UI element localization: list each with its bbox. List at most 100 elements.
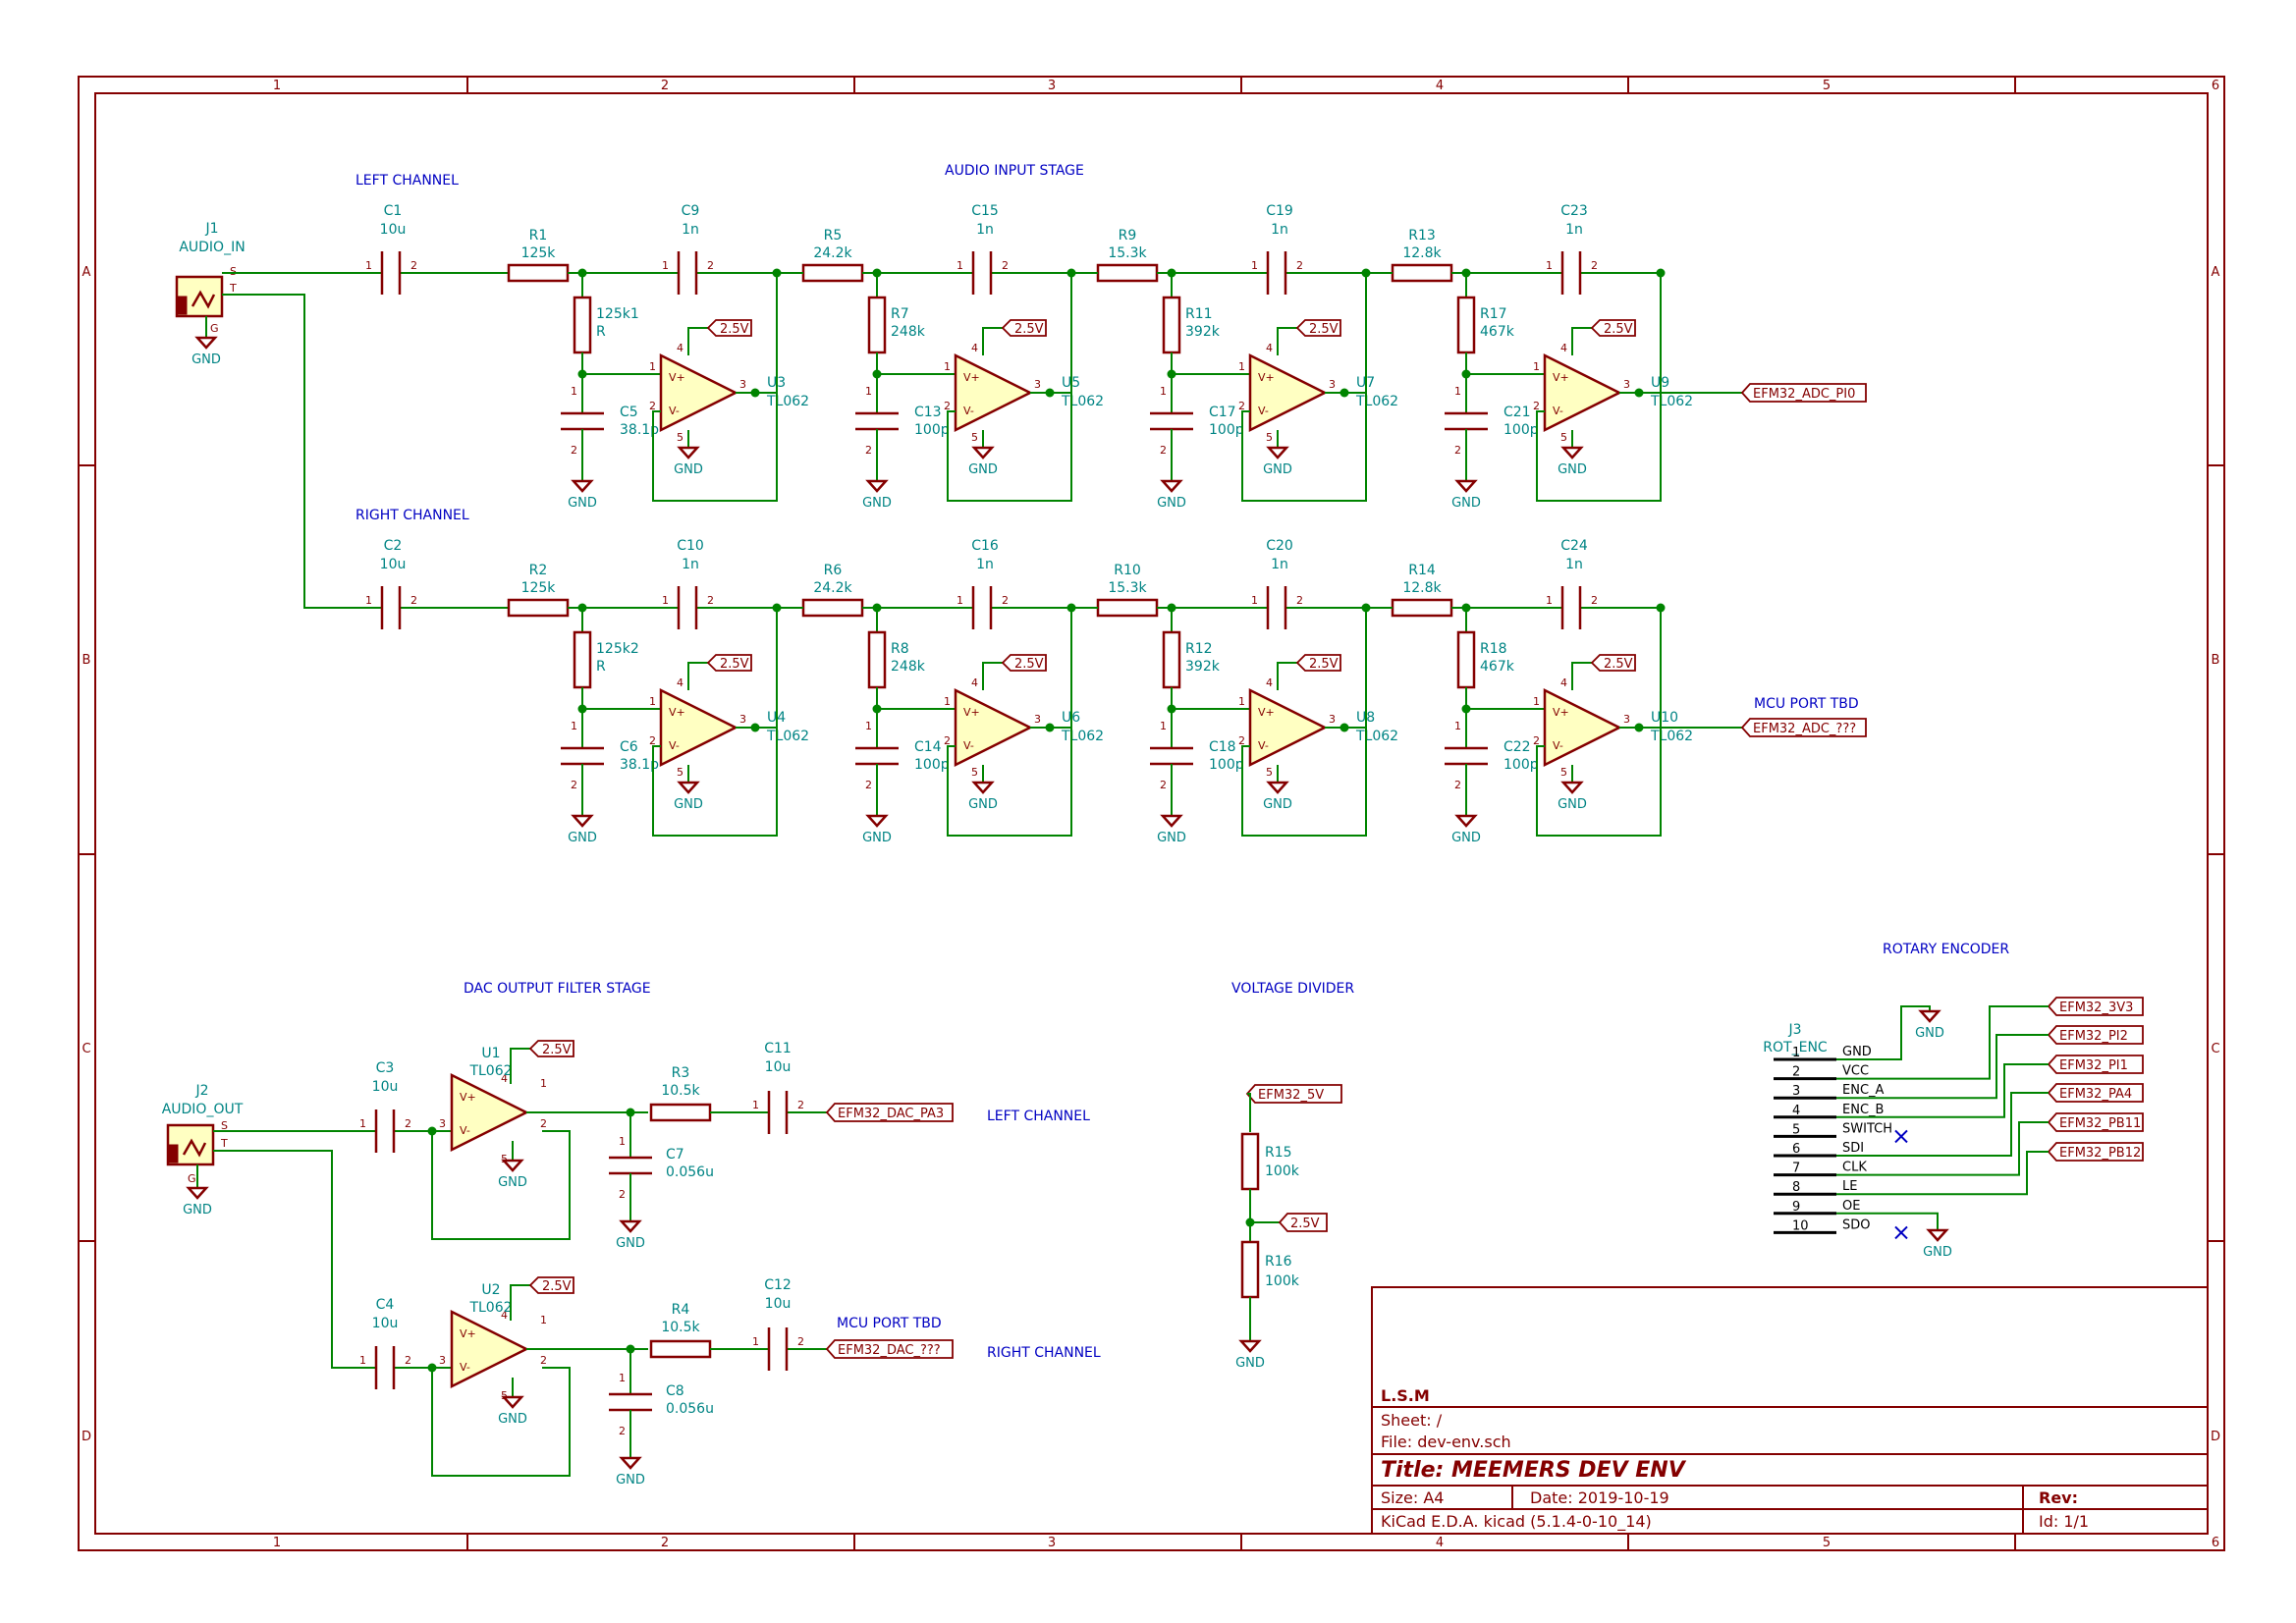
- cap-value: 0.056u: [666, 1164, 714, 1180]
- cap-ref: C16: [971, 538, 999, 554]
- cap-ref: C3: [376, 1060, 395, 1076]
- power-flag: [1590, 654, 1636, 672]
- dac-global-label: EFM32_DAC_PA3: [838, 1107, 944, 1121]
- pin-number: 3: [1623, 713, 1630, 726]
- note-dac-output-filter-stage: DAC OUTPUT FILTER STAGE: [464, 981, 651, 997]
- tb-company: L.S.M: [1381, 1386, 1430, 1405]
- pin-number: 2: [944, 400, 951, 412]
- note-dac-right-channel: RIGHT CHANNEL: [987, 1345, 1101, 1361]
- pin-number: 2: [619, 1425, 626, 1437]
- j1-value: AUDIO_IN: [179, 240, 245, 255]
- pin-number: 2: [571, 444, 577, 457]
- divider-top-label: EFM32_5V: [1258, 1088, 1324, 1103]
- adc-global-label: EFM32_ADC_PI0: [1753, 387, 1855, 402]
- note-rotary-encoder: ROTARY ENCODER: [1883, 942, 2009, 957]
- power-label-2v5: 2.5V: [720, 657, 749, 672]
- wire: [1836, 1034, 2049, 1100]
- opamp-plus-sign: V+: [1553, 371, 1569, 384]
- ground-symbol: [677, 446, 700, 460]
- power-flag: [1001, 319, 1047, 337]
- zone-col-bottom: 6: [2212, 1536, 2219, 1550]
- pin-number: 1: [571, 720, 577, 732]
- gnd-label: GND: [1157, 831, 1186, 845]
- encoder-pin-number: 9: [1792, 1200, 1800, 1215]
- resistor-body: [867, 630, 887, 689]
- ground-symbol: [571, 814, 594, 828]
- opamp-symbol: [954, 687, 1033, 768]
- cap-pin-number: 2: [410, 259, 417, 272]
- power-flag: [1590, 319, 1636, 337]
- opamp-symbol: [1543, 352, 1622, 433]
- ground-symbol: [1560, 446, 1584, 460]
- power-stub: [1571, 327, 1592, 342]
- opamp-ref: U1: [481, 1046, 500, 1061]
- resistor-value: 15.3k: [1108, 245, 1147, 261]
- pin-number: 1: [944, 695, 951, 708]
- wire: [1836, 1005, 2049, 1080]
- power-label-2v5: 2.5V: [1014, 657, 1044, 672]
- cap-value: 100p: [1503, 757, 1539, 773]
- zone-row-right: B: [2212, 653, 2220, 668]
- resistor-body: [801, 598, 864, 618]
- resistor-ref: R13: [1408, 228, 1436, 243]
- resistor-body: [507, 263, 570, 283]
- resistor-value: R: [596, 324, 606, 340]
- cap-pin-number: 1: [1546, 259, 1553, 272]
- cap-value: 1n: [1271, 222, 1288, 238]
- gnd-label: GND: [968, 797, 998, 812]
- power-stub: [982, 327, 1003, 342]
- pin-number: 4: [1560, 676, 1567, 689]
- opamp-minus-sign: V-: [1553, 405, 1563, 417]
- resistor-value: R: [596, 659, 606, 675]
- opamp-symbol: [1248, 687, 1328, 768]
- note-left-channel: LEFT CHANNEL: [355, 173, 459, 189]
- pin-number: 1: [865, 385, 872, 398]
- zone-col-top: 3: [1048, 79, 1056, 93]
- resistor-ref: R17: [1480, 306, 1507, 322]
- encoder-pin-number: 2: [1792, 1065, 1800, 1080]
- power-label-2v5: 2.5V: [542, 1279, 572, 1294]
- adc-global-label: EFM32_ADC_???: [1753, 722, 1856, 736]
- pin-number: 2: [1238, 400, 1245, 412]
- pin-number: 1: [1160, 385, 1167, 398]
- wire: [1836, 1092, 2049, 1157]
- wire: [947, 608, 1072, 837]
- encoder-global-label-box: [2047, 1083, 2144, 1103]
- note-voltage-divider: VOLTAGE DIVIDER: [1231, 981, 1354, 997]
- wire: [652, 273, 778, 502]
- ground-symbol: [865, 814, 889, 828]
- resistor-body: [1162, 296, 1181, 354]
- cap-value: 10u: [765, 1059, 792, 1075]
- wire: [431, 1367, 571, 1477]
- ground-symbol: [1160, 479, 1183, 493]
- opamp-plus-sign: V+: [1258, 706, 1275, 719]
- zone-col-bottom: 1: [273, 1536, 281, 1550]
- cap-ref: C23: [1560, 203, 1588, 219]
- gnd-label: GND: [862, 496, 892, 511]
- encoder-global-label: EFM32_PA4: [2059, 1087, 2132, 1102]
- encoder-global-label-box: [2047, 1025, 2144, 1045]
- gnd-label: GND: [1923, 1245, 1952, 1260]
- opamp-plus-sign: V+: [1553, 706, 1569, 719]
- zone-col-top: 2: [661, 79, 669, 93]
- opamp-plus-sign: V+: [669, 371, 685, 384]
- encoder-pin-number: 4: [1792, 1104, 1800, 1118]
- wire: [1836, 1212, 1939, 1230]
- pin-number: 4: [677, 676, 683, 689]
- pin-number: 2: [1160, 444, 1167, 457]
- divider-mid-label: 2.5V: [1290, 1217, 1320, 1231]
- opamp-value: TL062: [1650, 729, 1693, 744]
- resistor-value: 12.8k: [1402, 580, 1442, 596]
- pin-number: 2: [1533, 400, 1540, 412]
- ground-symbol: [571, 479, 594, 493]
- encoder-global-label: EFM32_PI1: [2059, 1058, 2128, 1073]
- cap-pin-number: 1: [365, 259, 372, 272]
- ground-symbol: [971, 781, 995, 794]
- opamp-symbol: [659, 352, 738, 433]
- pin-number: 2: [540, 1354, 547, 1367]
- resistor-body: [1240, 1132, 1260, 1191]
